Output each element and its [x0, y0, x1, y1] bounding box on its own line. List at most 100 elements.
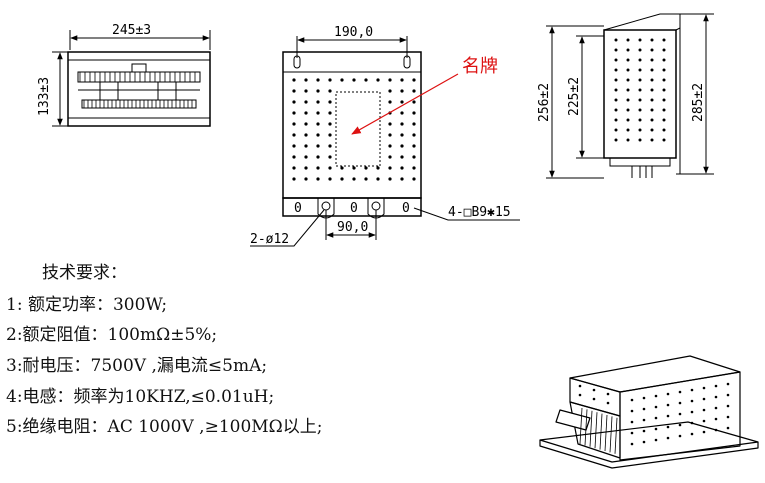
- perforation-dot: [638, 68, 642, 72]
- requirements-title: 技术要求：: [42, 263, 127, 283]
- perforation-dot: [614, 138, 618, 142]
- perforation-dot: [388, 177, 392, 181]
- perforation-dot: [400, 78, 404, 82]
- perforation-dot: [650, 38, 654, 42]
- fin-line: [609, 416, 613, 453]
- perforation-dot: [638, 138, 642, 142]
- perforation-dot: [400, 100, 404, 104]
- perforation-dot: [328, 133, 332, 137]
- perforation-dot: [316, 89, 320, 93]
- perforation-dot: [666, 436, 670, 440]
- perforation-dot: [650, 128, 654, 132]
- perforation-dot: [352, 78, 356, 82]
- perforation-dot: [292, 100, 296, 104]
- perforation-dot: [316, 166, 320, 170]
- perforation-dot: [614, 128, 618, 132]
- perforation-dot: [650, 118, 654, 122]
- perforation-dot: [292, 177, 296, 181]
- perforation-dot: [340, 177, 344, 181]
- perforation-dot: [592, 397, 596, 401]
- perforation-dot: [714, 428, 718, 432]
- perforation-dot: [328, 177, 332, 181]
- perforation-dot: [666, 403, 670, 407]
- fin-line: [579, 407, 583, 445]
- perforation-dot: [614, 68, 618, 72]
- perforation-dot: [412, 166, 416, 170]
- perforation-dot: [666, 414, 670, 418]
- perforation-dot: [328, 89, 332, 93]
- nameplate-leader: [351, 73, 459, 135]
- perforation-dot: [726, 393, 730, 397]
- perforation-dot: [376, 166, 380, 170]
- fin-line: [599, 413, 603, 450]
- perforation-dot: [650, 78, 654, 82]
- perforation-dot: [388, 78, 392, 82]
- perforation-dot: [292, 166, 296, 170]
- perforation-dot: [662, 38, 666, 42]
- perforation-dot: [412, 133, 416, 137]
- perforation-dot: [304, 78, 308, 82]
- perforation-dot: [304, 111, 308, 115]
- front-width-dim: 245±3: [112, 23, 151, 38]
- requirement-item: 1: 额定功率：300W;: [6, 295, 168, 315]
- hole-dim: 2-ø12: [250, 232, 289, 247]
- side-view: [546, 13, 714, 179]
- perforation-dot: [702, 419, 706, 423]
- perforation-dot: [650, 98, 654, 102]
- perforation-dot: [714, 406, 718, 410]
- perforation-dot: [388, 100, 392, 104]
- perforation-dot: [642, 407, 646, 411]
- perforation-dot: [630, 420, 634, 424]
- perforation-dot: [292, 89, 296, 93]
- requirement-item: 3:耐电压：7500V ,漏电流≤5mA;: [6, 356, 268, 376]
- perforation-dot: [654, 438, 658, 442]
- front-view: [52, 30, 211, 127]
- perforation-dot: [702, 386, 706, 390]
- perforation-dot: [666, 425, 670, 429]
- perforation-dot: [638, 78, 642, 82]
- perforation-dot: [714, 395, 718, 399]
- perforation-dot: [662, 68, 666, 72]
- side-dim-a: 256±2: [537, 83, 552, 122]
- perforation-dot: [376, 177, 380, 181]
- perforation-dot: [726, 426, 730, 430]
- perforation-dot: [614, 38, 618, 42]
- perforation-dot: [614, 78, 618, 82]
- perforation-dot: [388, 144, 392, 148]
- perforation-dot: [638, 98, 642, 102]
- perforation-dot: [292, 155, 296, 159]
- perforation-dot: [650, 138, 654, 142]
- perforation-dot: [292, 144, 296, 148]
- fin-line: [614, 417, 618, 454]
- perforation-dot: [726, 415, 730, 419]
- perforation-dot: [316, 155, 320, 159]
- perforation-dot: [388, 122, 392, 126]
- perforation-dot: [626, 88, 630, 92]
- perforation-dot: [630, 442, 634, 446]
- perforation-dot: [626, 128, 630, 132]
- perforation-dot: [328, 166, 332, 170]
- perforation-dot: [678, 412, 682, 416]
- perforation-dot: [662, 108, 666, 112]
- perforation-dot: [388, 133, 392, 137]
- perforation-dot: [666, 392, 670, 396]
- perforation-dot: [638, 88, 642, 92]
- perforation-dot: [638, 108, 642, 112]
- perforation-dot: [412, 122, 416, 126]
- perforation-dot: [662, 118, 666, 122]
- perforation-dot: [340, 78, 344, 82]
- perforation-dot: [726, 382, 730, 386]
- perforation-dot: [376, 78, 380, 82]
- perforation-dot: [626, 78, 630, 82]
- perforation-dot: [626, 38, 630, 42]
- side-dim-b: 225±2: [567, 77, 582, 116]
- perforation-dot: [364, 177, 368, 181]
- perforation-dot: [678, 434, 682, 438]
- perforation-dot: [662, 48, 666, 52]
- perforation-dot: [654, 405, 658, 409]
- perforation-dot: [292, 78, 296, 82]
- perforation-dot: [352, 177, 356, 181]
- perforation-dot: [388, 89, 392, 93]
- perforation-dot: [304, 89, 308, 93]
- perforation-dot: [662, 98, 666, 102]
